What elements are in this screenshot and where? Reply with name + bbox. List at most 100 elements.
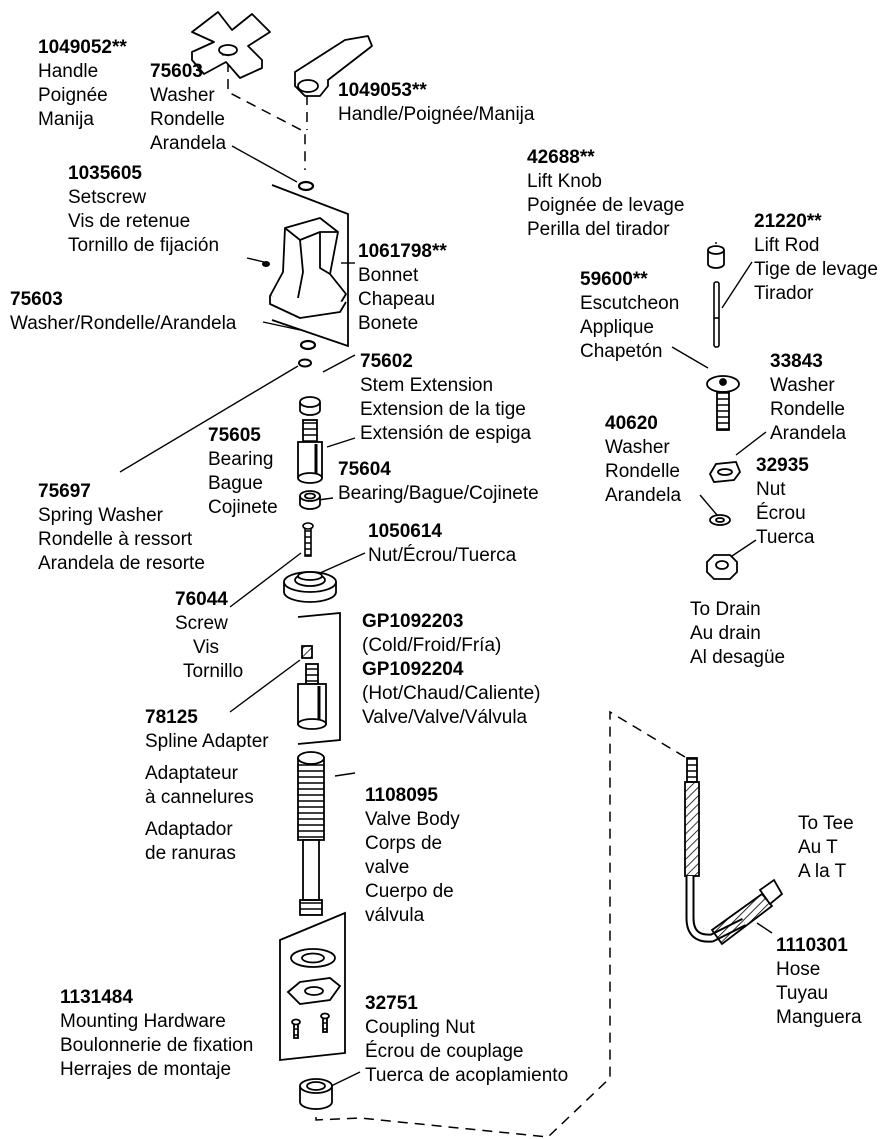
part-number: 1050614 (368, 521, 442, 542)
part-desc: Tuyau (776, 983, 829, 1004)
part-number: 1049053** (338, 80, 427, 101)
part-desc: Extension de la tige (360, 399, 526, 420)
note-line: Au T (798, 837, 838, 858)
part-number: 59600** (580, 269, 648, 290)
part-number: 32751 (365, 993, 418, 1014)
label-nut-1050614: 1050614 Nut/Écrou/Tuerca (368, 520, 516, 568)
part-desc: Valve Body (365, 809, 460, 830)
lift-knob-drawing (707, 245, 725, 269)
note-line: To Tee (798, 813, 854, 834)
part-desc: Extensión de espiga (360, 423, 532, 444)
hose-drawing (684, 757, 784, 946)
part-number: 40620 (605, 413, 658, 434)
note-line: Au drain (690, 623, 761, 644)
label-bearing-lower: 75604 Bearing/Bague/Cojinete (338, 458, 539, 506)
washer-40620-drawing (709, 514, 731, 526)
part-desc: Spline Adapter (145, 731, 269, 752)
label-valve: GP1092203 (Cold/Froid/Fría) GP1092204 (H… (362, 610, 540, 730)
part-desc: Setscrew (68, 187, 147, 208)
nut-32935-drawing (706, 554, 738, 580)
part-desc: Nut/Écrou/Tuerca (368, 545, 517, 566)
label-hose: 1110301 Hose Tuyau Manguera (776, 934, 862, 1030)
part-number: 1049052** (38, 37, 127, 58)
part-number: 75605 (208, 425, 261, 446)
nut-1050614-drawing (283, 571, 337, 603)
label-spring-washer: 75697 Spring Washer Rondelle à ressort A… (38, 480, 205, 576)
part-number-2: GP1092204 (362, 659, 464, 680)
setscrew-drawing (262, 261, 270, 267)
part-number: 1035605 (68, 163, 142, 184)
part-desc: Hose (776, 959, 821, 980)
part-number: 75604 (338, 459, 391, 480)
part-desc: Rondelle (770, 399, 845, 420)
part-desc: Poignée de levage (527, 195, 685, 216)
label-mounting-hardware: 1131484 Mounting Hardware Boulonnerie de… (60, 986, 253, 1082)
bearing-upper-drawing (299, 396, 321, 416)
part-desc: Washer (605, 437, 670, 458)
part-desc: Washer/Rondelle/Arandela (10, 313, 237, 334)
part-desc: Tige de levage (754, 259, 878, 280)
part-desc: Handle/Poignée/Manija (338, 104, 535, 125)
part-desc: Corps de (365, 833, 443, 854)
leader-lines (119, 145, 773, 1090)
part-desc: Vis (193, 637, 220, 658)
washer-mid-drawing (299, 339, 317, 351)
part-number: 75602 (360, 351, 413, 372)
label-washer-40620: 40620 Washer Rondelle Arandela (605, 412, 681, 508)
part-desc: Chapetón (580, 341, 663, 362)
label-spline-adapter: 78125 Spline Adapter Adaptateur à cannel… (145, 706, 269, 866)
spring-washer-drawing (298, 358, 312, 368)
valve-drawing (297, 645, 327, 730)
panel-brackets (271, 184, 349, 1062)
part-desc: Tornillo de fijación (68, 235, 220, 256)
part-desc: valve (365, 857, 410, 878)
part-number: 1131484 (60, 987, 133, 1008)
part-desc: Rondelle (150, 109, 225, 130)
label-to-tee: To Tee Au T A la T (798, 812, 854, 884)
part-desc: Herrajes de montaje (60, 1059, 232, 1080)
part-desc: Tuerca de acoplamiento (365, 1065, 569, 1086)
escutcheon-drawing (706, 375, 740, 431)
part-number: 75603 (150, 61, 203, 82)
label-washer-mid: 75603 Washer/Rondelle/Arandela (10, 288, 236, 336)
screw-76044-drawing (302, 522, 314, 557)
part-number: 33843 (770, 351, 823, 372)
part-desc: Écrou (756, 503, 806, 524)
label-handle-lever: 1049053** Handle/Poignée/Manija (338, 79, 534, 127)
label-washer-top: 75603 Washer Rondelle Arandela (150, 60, 226, 156)
part-desc: Handle (38, 61, 99, 82)
part-desc: Arandela (150, 133, 227, 154)
bonnet-drawing (269, 217, 347, 319)
cross-handle-drawing (191, 11, 271, 79)
coupling-nut-drawing (299, 1078, 333, 1110)
part-desc: Manguera (776, 1007, 862, 1028)
part-desc: Boulonnerie de fixation (60, 1035, 254, 1056)
part-desc: Stem Extension (360, 375, 494, 396)
part-desc: Escutcheon (580, 293, 680, 314)
part-desc: Cuerpo de (365, 881, 454, 902)
part-desc: Rondelle à ressort (38, 529, 193, 550)
label-setscrew: 1035605 Setscrew Vis de retenue Tornillo… (68, 162, 219, 258)
part-desc: Rondelle (605, 461, 680, 482)
part-desc: Adaptador (145, 819, 233, 840)
part-desc: Perilla del tirador (527, 219, 670, 240)
part-desc: Spring Washer (38, 505, 163, 526)
label-bearing-upper: 75605 Bearing Bague Cojinete (208, 424, 278, 520)
note-line: To Drain (690, 599, 761, 620)
label-nut-32935: 32935 Nut Écrou Tuerca (756, 454, 814, 550)
part-number: 1108095 (365, 785, 438, 806)
part-number: 1110301 (776, 935, 848, 956)
dashed-assembly-lines (227, 62, 691, 1138)
label-escutcheon: 59600** Escutcheon Applique Chapetón (580, 268, 679, 364)
part-number: 75697 (38, 481, 91, 502)
label-lift-knob: 42688** Lift Knob Poignée de levage Peri… (527, 146, 684, 242)
stem-extension-drawing (297, 419, 323, 484)
part-desc: Tornillo (183, 661, 244, 682)
part-number: 1061798** (358, 241, 447, 262)
mounting-hardware-drawing (286, 948, 342, 1039)
part-desc: Coupling Nut (365, 1017, 475, 1038)
part-desc: Nut (756, 479, 786, 500)
label-lift-rod: 21220** Lift Rod Tige de levage Tirador (754, 210, 878, 306)
part-number: GP1092203 (362, 611, 464, 632)
